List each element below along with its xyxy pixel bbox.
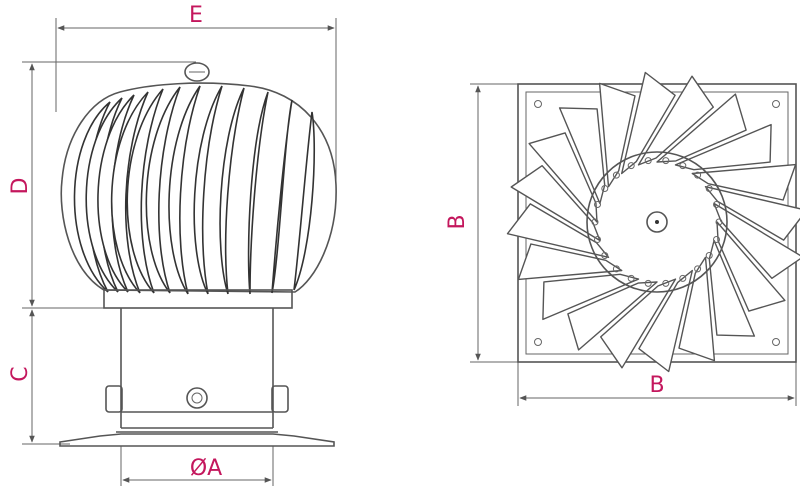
hub-rivet xyxy=(612,171,620,179)
top-view: B B xyxy=(445,71,800,406)
dimension-label-a: ØA xyxy=(190,456,222,481)
turbine-blade xyxy=(598,82,636,188)
turbine-blade xyxy=(510,165,601,242)
turbine-blade xyxy=(517,243,623,281)
turbine-blade xyxy=(528,132,598,223)
turbine-blade xyxy=(678,256,716,362)
dimension-a: ØA xyxy=(120,446,274,486)
turbine-head xyxy=(60,62,337,309)
turbine-blade xyxy=(716,221,786,312)
pipe-body xyxy=(59,308,335,447)
mounting-hole xyxy=(772,338,780,346)
dimension-d: D xyxy=(8,61,196,309)
hub-rivet xyxy=(662,279,670,287)
turbine-blade xyxy=(713,202,800,279)
dimension-label-b-horizontal: B xyxy=(649,373,664,398)
mounting-hole xyxy=(534,100,542,108)
hub-rivet xyxy=(715,218,723,226)
turbine-hub xyxy=(586,151,728,293)
hub-rivet xyxy=(612,265,620,273)
turbine-blade xyxy=(542,273,640,321)
hub-rivet xyxy=(705,185,713,192)
turbine-blades xyxy=(506,71,800,373)
dimension-label-e: E xyxy=(189,3,203,28)
hub-rivet xyxy=(713,201,720,208)
turbine-blade xyxy=(691,163,797,201)
hub-rivet xyxy=(627,162,635,170)
dimension-c: C xyxy=(8,309,70,445)
turbine-blade xyxy=(506,203,610,258)
hub-rivet xyxy=(705,252,713,259)
hub-rivet xyxy=(713,236,720,243)
turbine-blade xyxy=(638,269,693,373)
dimension-label-c: C xyxy=(8,366,33,381)
hub-rivet xyxy=(594,236,601,243)
hub-rivet xyxy=(694,171,702,179)
hub-rivet xyxy=(644,157,652,165)
mounting-hole xyxy=(772,100,780,108)
hub-rivet xyxy=(601,252,609,259)
turbine-blade xyxy=(567,281,658,351)
side-view: E D C ØA xyxy=(8,3,337,486)
hub-rivet xyxy=(627,274,635,282)
hub-rivet xyxy=(679,162,687,170)
hub-rivet xyxy=(591,218,599,226)
hub-rivet xyxy=(679,274,687,282)
hub-rivet xyxy=(601,185,609,192)
turbine-blade xyxy=(674,123,772,171)
dimension-label-b-vertical: B xyxy=(445,214,470,229)
turbine-blade xyxy=(600,278,677,369)
turbine-blade xyxy=(656,93,747,163)
dimension-label-d: D xyxy=(8,178,33,195)
turbine-blade xyxy=(637,75,714,166)
hub-rivet xyxy=(662,157,670,165)
hub-rivets xyxy=(591,157,723,287)
dimension-b-horizontal: B xyxy=(517,362,797,406)
turbine-blade xyxy=(621,71,676,175)
turbine-blade xyxy=(704,186,800,241)
hub-rivet xyxy=(594,201,601,208)
hub-rivet xyxy=(644,279,652,287)
hub-rivet xyxy=(694,265,702,273)
dimension-e: E xyxy=(55,3,337,185)
mounting-hole xyxy=(534,338,542,346)
